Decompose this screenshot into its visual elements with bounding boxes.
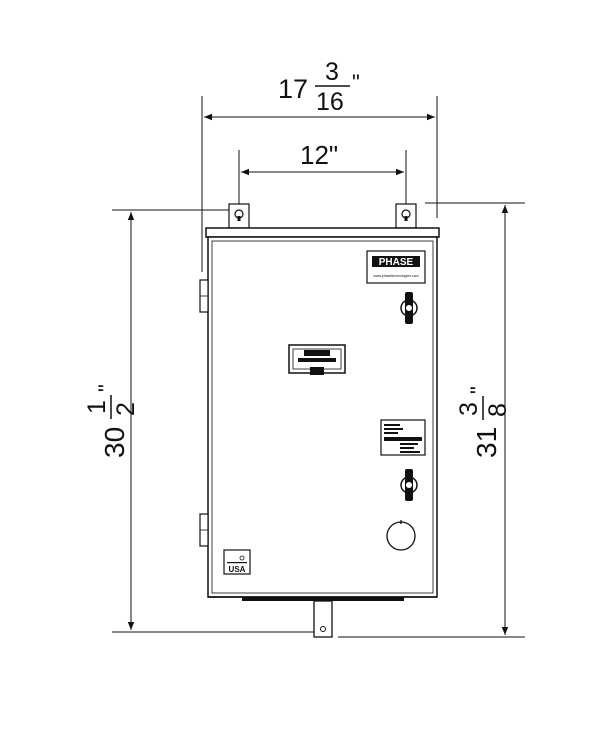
body-height-unit: " bbox=[94, 384, 119, 392]
body-height-numerator: 1 bbox=[83, 400, 111, 414]
overall-height-unit: " bbox=[466, 386, 491, 394]
mounting-tab-right bbox=[395, 203, 417, 229]
body-height-denominator: 2 bbox=[112, 402, 140, 416]
mount-width-label: 12" bbox=[300, 140, 338, 170]
conduit-stub bbox=[313, 600, 333, 638]
overall-width-numerator: 3 bbox=[325, 58, 339, 86]
overall-height-whole: 31 bbox=[471, 427, 502, 458]
latch-lower-icon bbox=[400, 469, 418, 501]
enclosure: PHASE www.phasetechnologies.com bbox=[199, 227, 440, 638]
mounting-tab-left bbox=[228, 203, 250, 229]
display-window bbox=[288, 344, 346, 375]
overall-width-dimension: 17 3 16 " bbox=[201, 58, 438, 272]
brand-plate: PHASE www.phasetechnologies.com bbox=[366, 250, 426, 284]
rating-label-plate bbox=[380, 419, 426, 456]
bottom-flange bbox=[242, 597, 404, 601]
made-in-usa-mark: USA bbox=[223, 549, 251, 575]
overall-width-denominator: 16 bbox=[316, 88, 344, 116]
latch-upper-icon bbox=[400, 292, 418, 324]
overall-height-denominator: 8 bbox=[484, 403, 512, 417]
brand-subtext: www.phasetechnologies.com bbox=[373, 274, 418, 278]
body-height-dimension: 30 1 2 " bbox=[83, 209, 320, 633]
overall-width-unit: " bbox=[352, 70, 360, 95]
brand-logo-text: PHASE bbox=[379, 257, 414, 268]
mount-width-dimension: 12" bbox=[238, 140, 407, 207]
body-height-whole: 30 bbox=[99, 427, 130, 458]
overall-height-dimension: 31 3 8 " bbox=[338, 202, 525, 638]
enclosure-lid bbox=[205, 227, 440, 238]
overall-width-whole: 17 bbox=[278, 74, 308, 104]
knockout-circle bbox=[386, 520, 416, 551]
usa-label: USA bbox=[229, 565, 246, 574]
overall-height-numerator: 3 bbox=[455, 402, 483, 416]
